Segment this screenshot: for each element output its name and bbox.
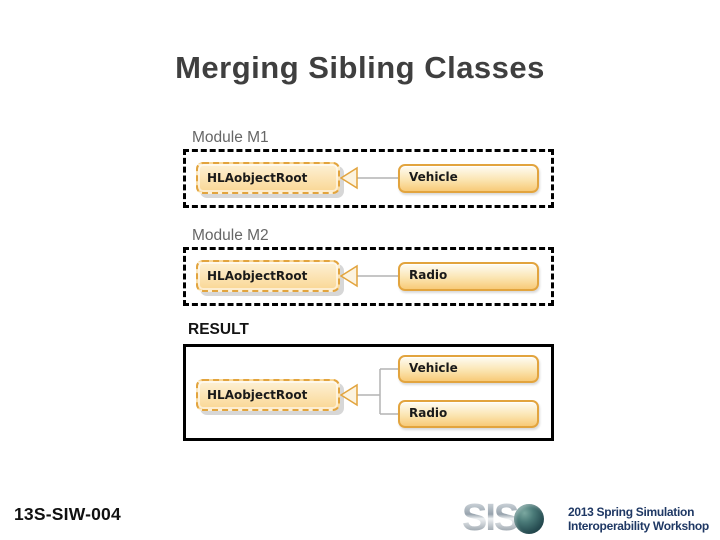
workshop-title: 2013 Spring Simulation Interoperability … xyxy=(568,505,709,533)
result-container: HLAobjectRoot Vehicle Radio xyxy=(183,344,554,441)
module-m2-container: HLAobjectRoot Radio xyxy=(183,247,554,306)
inheritance-arrow-icon xyxy=(340,166,358,190)
globe-icon xyxy=(514,504,545,534)
result-hlaobjectroot-label: HLAobjectRoot xyxy=(207,388,308,402)
m2-radio-box: Radio xyxy=(398,262,539,291)
result-inheritance-connector xyxy=(340,368,398,415)
siso-logo-letters: SIS xyxy=(462,497,519,539)
m2-inheritance-connector xyxy=(340,264,398,288)
m1-hlaobjectroot-label: HLAobjectRoot xyxy=(207,171,308,185)
inheritance-arrow-icon xyxy=(340,264,358,288)
inheritance-arrow-icon xyxy=(340,383,358,407)
result-label: RESULT xyxy=(188,321,249,338)
m2-hlaobjectroot-label: HLAobjectRoot xyxy=(207,269,308,283)
m2-radio-label: Radio xyxy=(409,268,448,282)
module-m2-label: Module M2 xyxy=(192,227,269,244)
siso-logo: SIS xyxy=(462,497,545,539)
result-radio-label: Radio xyxy=(409,406,448,420)
module-m1-container: HLAobjectRoot Vehicle xyxy=(183,149,554,208)
m1-hlaobjectroot-box: HLAobjectRoot xyxy=(196,162,340,194)
m1-vehicle-box: Vehicle xyxy=(398,164,539,193)
result-hlaobjectroot-box: HLAobjectRoot xyxy=(196,379,340,411)
paper-id: 13S-SIW-004 xyxy=(14,504,121,524)
m1-vehicle-label: Vehicle xyxy=(409,170,458,184)
module-m1-label: Module M1 xyxy=(192,129,269,146)
page-title: Merging Sibling Classes xyxy=(175,50,545,85)
m1-inheritance-connector xyxy=(340,166,398,190)
result-radio-box: Radio xyxy=(398,400,539,428)
workshop-title-line2: Interoperability Workshop xyxy=(568,519,709,533)
result-vehicle-box: Vehicle xyxy=(398,355,539,383)
result-vehicle-label: Vehicle xyxy=(409,361,458,375)
workshop-title-line1: 2013 Spring Simulation xyxy=(568,505,695,519)
m2-hlaobjectroot-box: HLAobjectRoot xyxy=(196,260,340,292)
